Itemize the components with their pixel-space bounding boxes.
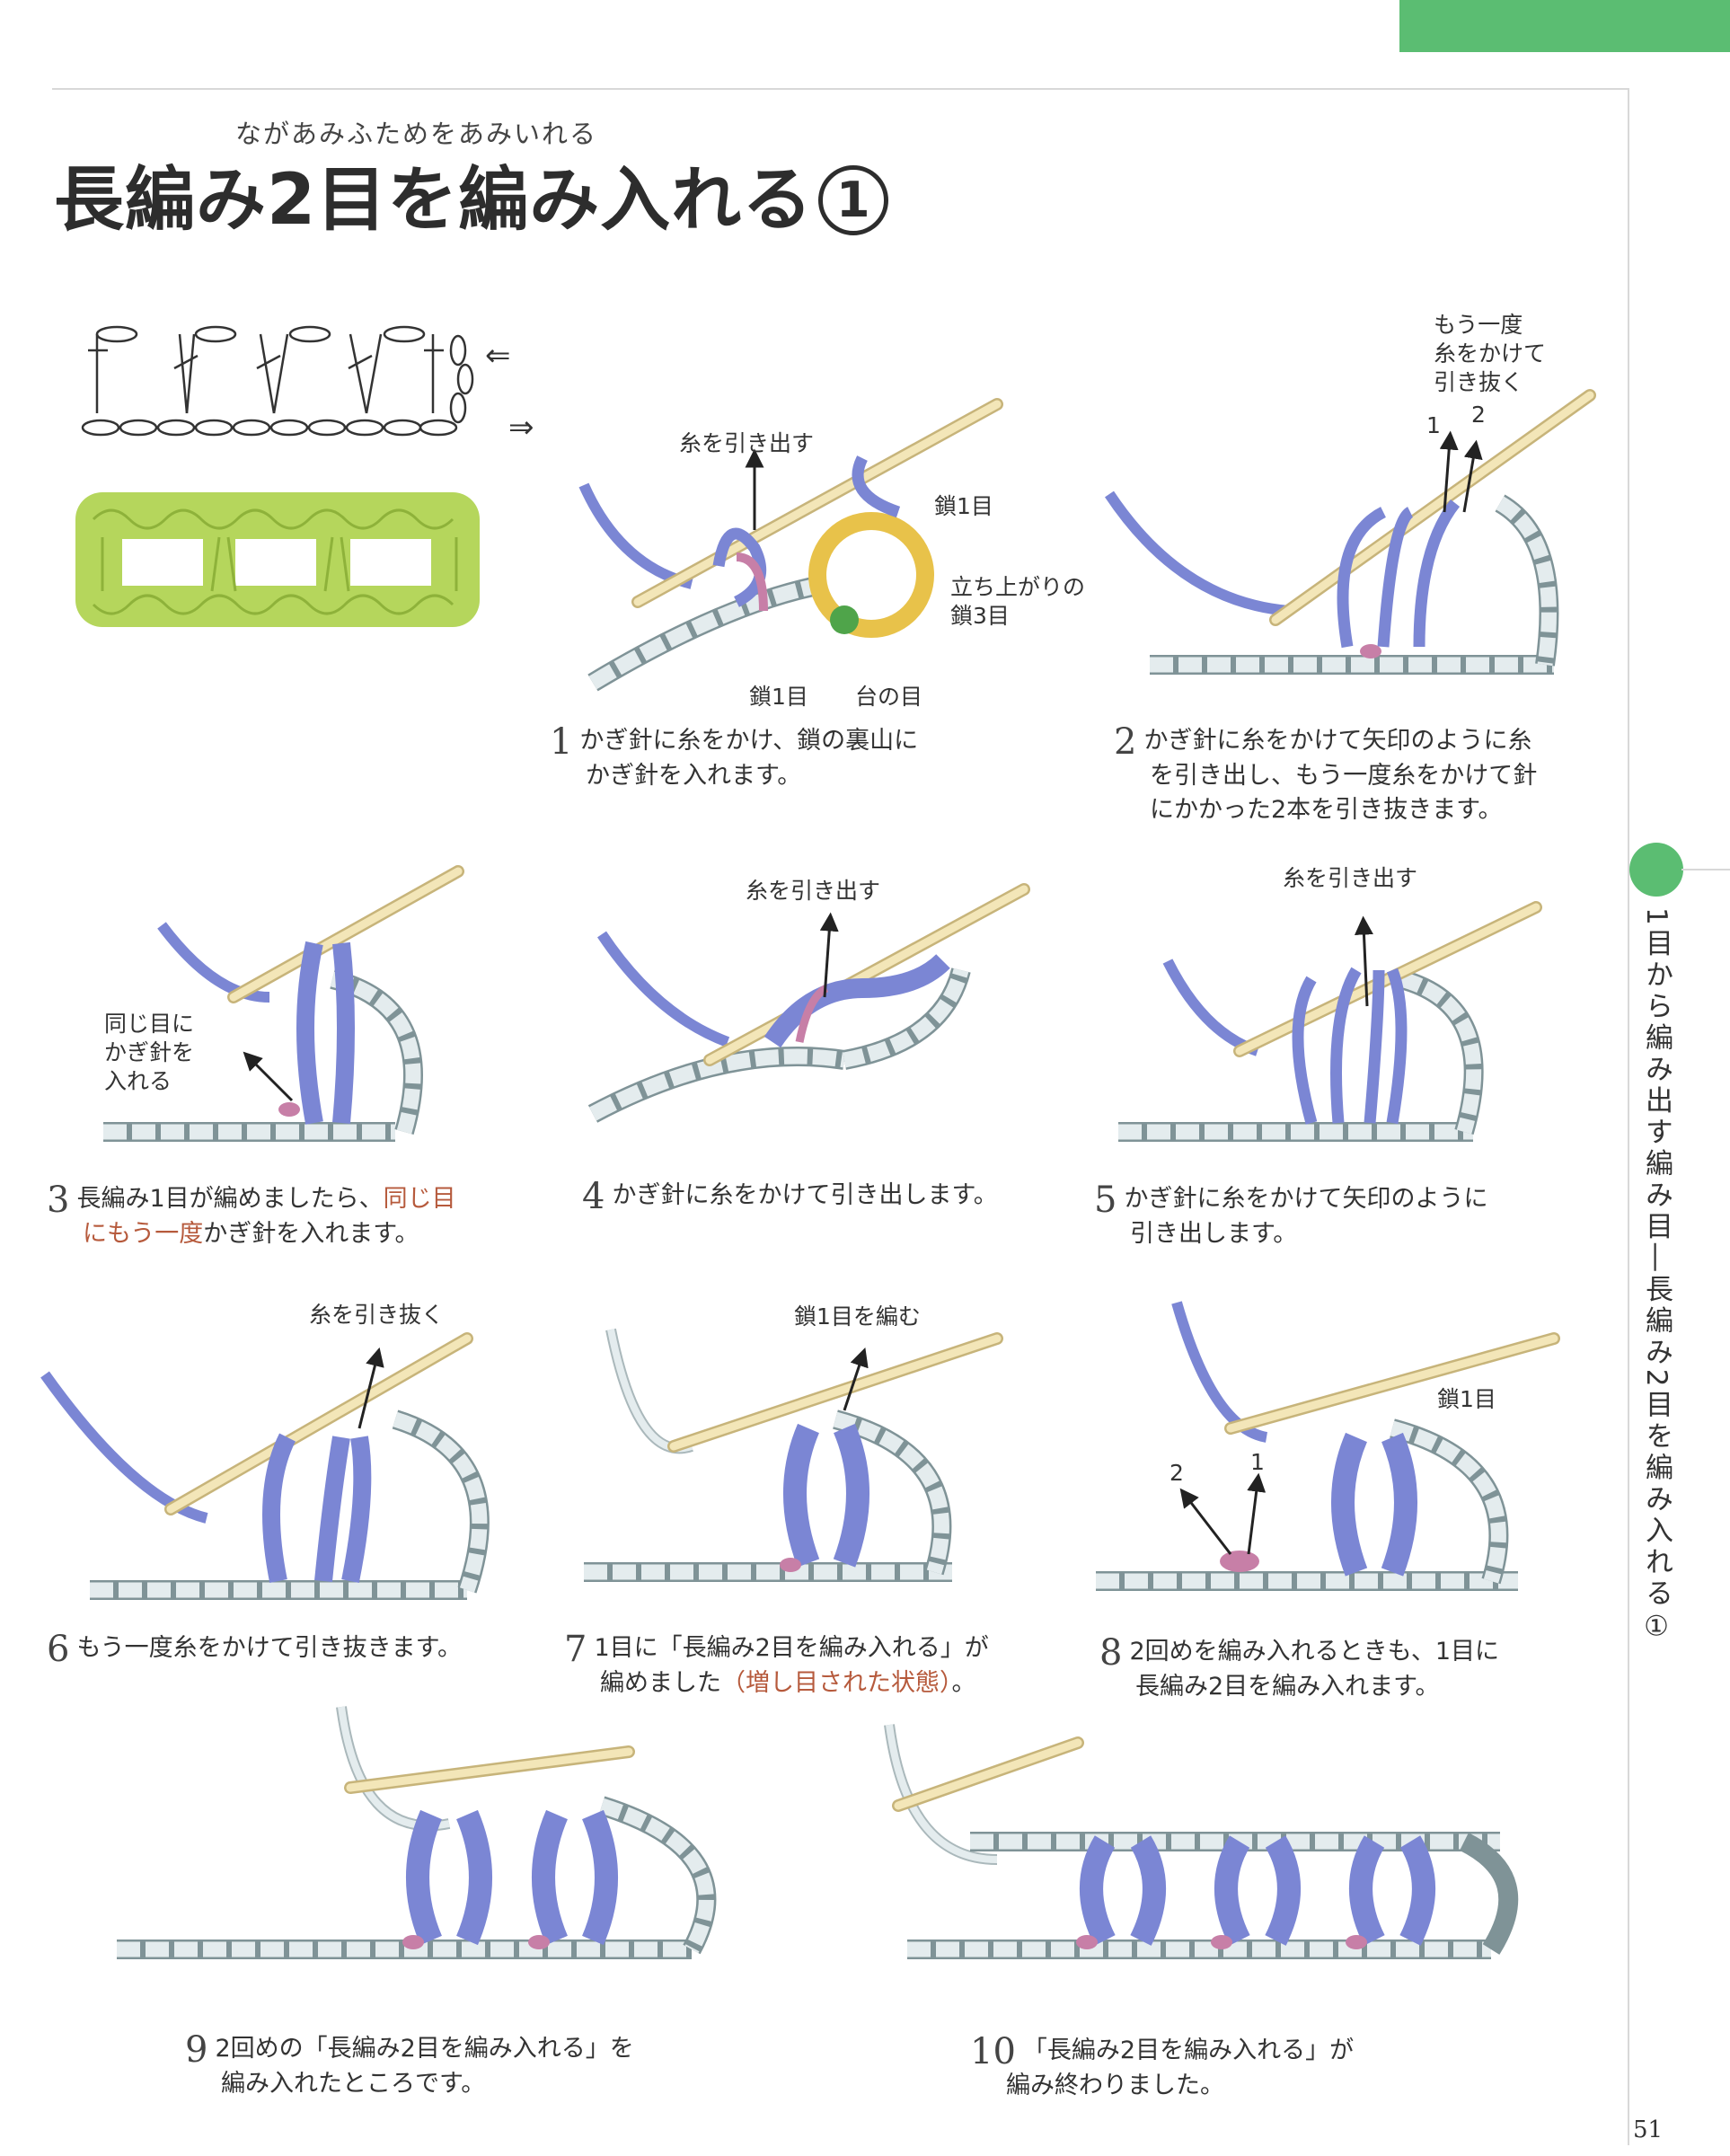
step-3-caption-highlight: 同じ目 bbox=[383, 1185, 456, 1213]
step-6-number: 6 bbox=[47, 1629, 70, 1670]
chapter-dot-line bbox=[1681, 869, 1730, 870]
step-8-caption-line: 2回めを編み入れるときも、1目に bbox=[1129, 1638, 1499, 1666]
step-5-caption-line: かぎ針に糸をかけて矢印のように bbox=[1124, 1185, 1488, 1213]
step-10-caption-line: 編み終わりました。 bbox=[1006, 2072, 1224, 2099]
step-3-caption-post: かぎ針を入れます。 bbox=[203, 1220, 419, 1248]
step-10-caption: 10「長編み2目を編み入れる」が 編み終わりました。 bbox=[970, 2034, 1354, 2103]
header-tab-bar bbox=[1399, 0, 1730, 52]
step-6-caption-line: もう一度糸をかけて引き抜きます。 bbox=[76, 1634, 462, 1662]
step-3-number: 3 bbox=[47, 1180, 70, 1221]
step-4-figure bbox=[587, 883, 1030, 1123]
step-2-arrow-number-1: 1 bbox=[1426, 412, 1441, 438]
step-1-label-rising-1: 立ち上がりの bbox=[950, 574, 1086, 600]
step-4-caption-line: かぎ針に糸をかけて引き出します。 bbox=[612, 1181, 998, 1209]
chapter-label: 1目から編み出す編み目―長編み2目を編み入れる① bbox=[1640, 907, 1673, 1647]
step-8-label-chain1: 鎖1目 bbox=[1437, 1386, 1496, 1412]
step-7-caption-highlight: （増し目された状態） bbox=[721, 1669, 952, 1697]
top-rule bbox=[52, 88, 1628, 90]
step-10-number: 10 bbox=[970, 2031, 1016, 2072]
step-3-caption-highlight: にもう一度 bbox=[83, 1220, 204, 1248]
step-10-caption-line: 「長編み2目を編み入れる」が bbox=[1022, 2037, 1355, 2064]
step-2-caption-line: かぎ針に糸をかけて矢印のように糸 bbox=[1143, 727, 1532, 755]
step-6-figure bbox=[40, 1332, 490, 1600]
step-9-caption-line: 2回めの「長編み2目を編み入れる」を bbox=[215, 2035, 634, 2063]
step-8-arrow-number-2: 2 bbox=[1170, 1460, 1184, 1486]
stitch-chart bbox=[81, 325, 474, 437]
chart-arrow-left: ⇐ bbox=[485, 338, 511, 374]
step-3-label-1: 同じ目に bbox=[104, 1011, 195, 1037]
step-4-number: 4 bbox=[582, 1176, 605, 1217]
step-5-label-pull: 糸を引き出す bbox=[1283, 865, 1418, 891]
step-7-caption-pre2: 編めました bbox=[600, 1669, 721, 1697]
step-2-caption-line: にかかった2本を引き抜きます。 bbox=[1150, 796, 1503, 824]
title-text: 長編み2目を編み入れる bbox=[54, 160, 814, 241]
title-ruby: ながあみふためをあみいれる bbox=[235, 119, 598, 149]
page-number: 51 bbox=[1633, 2116, 1664, 2143]
step-3-caption-pre: 長編み1目が編めましたら、 bbox=[76, 1185, 384, 1213]
step-1-caption-line: かぎ針に糸をかけ、鎖の裏山に bbox=[579, 727, 919, 755]
title-number-circle: 1 bbox=[818, 165, 889, 235]
step-2-note-3: 引き抜く bbox=[1434, 369, 1524, 395]
step-1-label-base: 台の目 bbox=[855, 684, 923, 710]
step-1-label-chain1-bottom: 鎖1目 bbox=[749, 684, 808, 710]
step-6-label-pullthrough: 糸を引き抜く bbox=[309, 1302, 445, 1328]
step-10-figure bbox=[884, 1724, 1519, 1959]
step-2-caption-line: を引き出し、もう一度糸をかけて針 bbox=[1150, 762, 1538, 790]
step-4-label-pull: 糸を引き出す bbox=[746, 878, 881, 904]
step-7-caption-post2: 。 bbox=[951, 1669, 976, 1697]
step-9-number: 9 bbox=[185, 2029, 208, 2071]
step-7-figure bbox=[584, 1328, 1003, 1582]
step-2-figure bbox=[1105, 389, 1596, 675]
step-2-arrow-number-2: 2 bbox=[1471, 402, 1486, 428]
step-3-figure bbox=[103, 865, 464, 1142]
step-9-caption-line: 編み入れたところです。 bbox=[221, 2070, 486, 2098]
step-1-label-pull: 糸を引き出す bbox=[679, 430, 815, 456]
step-1-caption-line: かぎ針を入れます。 bbox=[586, 762, 802, 790]
step-8-caption-line: 長編み2目を編み入れます。 bbox=[1135, 1673, 1440, 1701]
step-1-number: 1 bbox=[550, 721, 573, 763]
step-8-figure bbox=[1096, 1301, 1560, 1591]
step-7-label-chain: 鎖1目を編む bbox=[794, 1303, 921, 1330]
step-7-caption-line1: 1目に「長編み2目を編み入れる」が bbox=[594, 1634, 989, 1662]
chart-arrow-right: ⇒ bbox=[508, 410, 534, 446]
step-2-note-2: 糸をかけて bbox=[1434, 340, 1547, 367]
step-1-figure bbox=[578, 398, 1003, 692]
step-3-label-2: かぎ針を bbox=[104, 1039, 195, 1065]
step-2-note-1: もう一度 bbox=[1434, 312, 1523, 338]
step-5-figure bbox=[1118, 901, 1542, 1142]
knitted-swatch bbox=[75, 492, 480, 627]
step-3-label-3: 入れる bbox=[104, 1068, 172, 1094]
step-8-arrow-number-1: 1 bbox=[1250, 1449, 1265, 1475]
step-5-caption-line: 引き出します。 bbox=[1130, 1220, 1298, 1248]
step-7-number: 7 bbox=[564, 1629, 587, 1670]
step-5-number: 5 bbox=[1094, 1180, 1117, 1221]
step-8-number: 8 bbox=[1099, 1632, 1123, 1674]
step-2-number: 2 bbox=[1114, 721, 1137, 763]
step-1-label-rising-2: 鎖3目 bbox=[950, 603, 1010, 629]
right-rule bbox=[1628, 88, 1629, 2145]
chapter-dot bbox=[1629, 843, 1683, 897]
step-9-figure bbox=[117, 1706, 717, 1959]
step-1-label-chain1: 鎖1目 bbox=[934, 493, 993, 519]
